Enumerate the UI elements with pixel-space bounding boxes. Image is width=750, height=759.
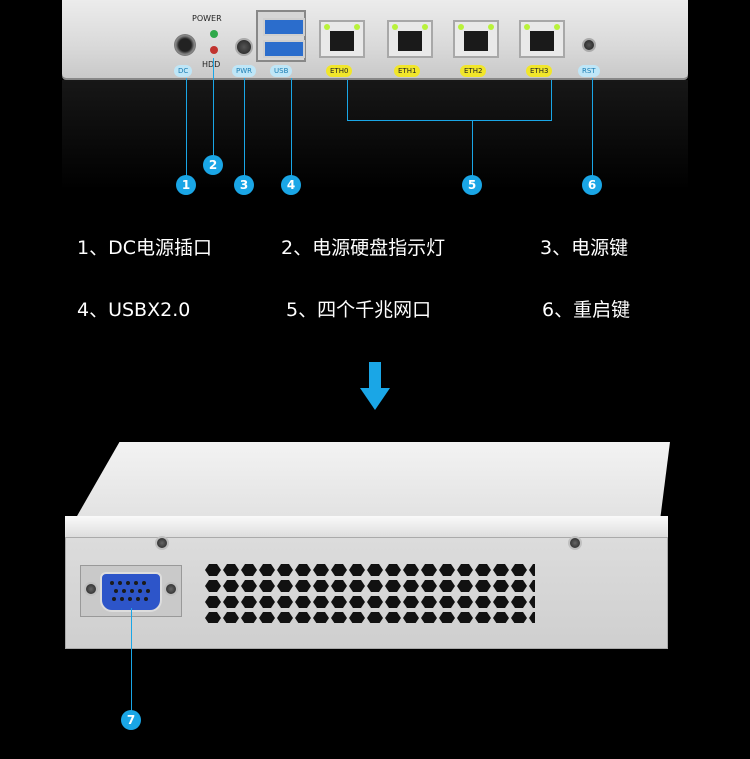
eth0-port-icon [319, 20, 365, 58]
marker-1: 1 [176, 175, 196, 195]
eth1-port-icon [387, 20, 433, 58]
panel-reflection [62, 80, 688, 190]
screw-icon [164, 582, 178, 596]
marker-7: 7 [121, 710, 141, 730]
callout-line-6 [592, 78, 593, 176]
down-arrow-icon [360, 362, 390, 410]
screw-icon [155, 536, 169, 550]
tag-usb: USB [270, 65, 293, 77]
vent-grille-icon [205, 563, 535, 623]
tag-eth2: ETH2 [460, 65, 487, 77]
power-button-icon [235, 38, 253, 56]
reset-button-icon [582, 38, 596, 52]
hdd-led-icon [210, 46, 218, 54]
dc-jack-icon [174, 34, 196, 56]
callout-line-4 [291, 78, 292, 176]
eth3-port-icon [519, 20, 565, 58]
usb-ports-icon [256, 10, 306, 62]
callout-line-5a [347, 80, 348, 120]
tag-pwr: PWR [232, 65, 257, 77]
eth2-port-icon [453, 20, 499, 58]
hdd-label: HDD [202, 60, 221, 69]
callout-line-5b [551, 80, 552, 120]
callout-line-5c [347, 120, 552, 121]
feature-6: 6、重启键 [542, 299, 631, 321]
feature-5: 5、四个千兆网口 [286, 299, 432, 321]
screw-icon [84, 582, 98, 596]
tag-rst: RST [578, 65, 600, 77]
callout-line-5d [472, 120, 473, 176]
marker-4: 4 [281, 175, 301, 195]
tag-dc: DC [174, 65, 193, 77]
tag-eth0: ETH0 [326, 65, 353, 77]
device-front-panel: POWER HDD DC PWR USB ETH0 ETH1 ETH2 ETH3… [62, 0, 688, 78]
feature-3: 3、电源键 [540, 237, 629, 259]
callout-line-1 [186, 78, 187, 176]
feature-2: 2、电源硬盘指示灯 [281, 237, 446, 259]
power-label: POWER [192, 14, 222, 23]
feature-4: 4、USBX2.0 [77, 299, 191, 321]
tag-eth1: ETH1 [394, 65, 421, 77]
power-led-icon [210, 30, 218, 38]
screw-icon [568, 536, 582, 550]
callout-line-7 [131, 608, 132, 718]
tag-eth3: ETH3 [526, 65, 553, 77]
vga-port-icon [100, 572, 162, 612]
marker-3: 3 [234, 175, 254, 195]
feature-1: 1、DC电源插口 [77, 237, 212, 259]
marker-5: 5 [462, 175, 482, 195]
callout-line-2 [213, 58, 214, 156]
marker-2: 2 [203, 155, 223, 175]
marker-6: 6 [582, 175, 602, 195]
callout-line-3 [244, 78, 245, 176]
